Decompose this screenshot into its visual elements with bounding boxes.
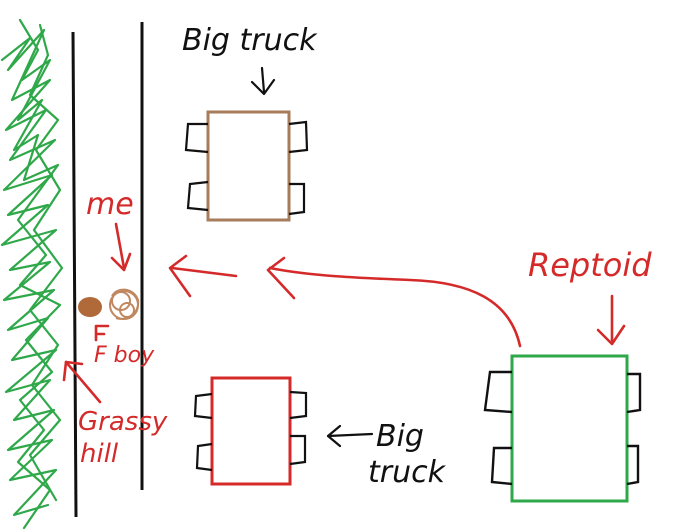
wheel-icon xyxy=(186,180,209,212)
wheel-icon xyxy=(288,182,306,216)
wheel-icon xyxy=(288,120,309,154)
arrowhead-icon xyxy=(596,324,626,346)
fboy-scribble xyxy=(109,288,140,320)
arrowhead-icon xyxy=(266,256,296,300)
wheel-icon xyxy=(626,372,642,414)
wheel-icon xyxy=(626,444,640,486)
wheel-icon xyxy=(289,434,307,466)
arrowhead-icon xyxy=(62,360,84,382)
me-arrow xyxy=(114,222,126,270)
wheel-icon xyxy=(193,392,213,420)
wheel-icon xyxy=(289,390,308,420)
arrowhead-icon xyxy=(326,424,342,448)
wheel-icon xyxy=(184,122,209,154)
reptoid-path-arrow xyxy=(268,266,522,348)
truck-body xyxy=(510,354,629,503)
wheel-icon xyxy=(195,442,213,472)
grassy-hill xyxy=(0,18,64,530)
label-hill: hill xyxy=(80,439,119,469)
label-f-boy: F boy xyxy=(94,343,155,368)
wheel-icon xyxy=(490,446,513,486)
truck-body xyxy=(210,376,292,486)
truck-body xyxy=(206,110,291,222)
truck-arrows xyxy=(250,66,374,448)
arrowhead-icon xyxy=(110,252,132,272)
arrowhead-icon xyxy=(168,254,192,298)
label-big-truck-bottom-line1: Big xyxy=(376,419,424,454)
big-truck-top xyxy=(184,110,309,222)
arrowhead-icon xyxy=(250,78,276,96)
label-me: me xyxy=(86,187,134,222)
annotation-arrows xyxy=(62,222,626,404)
label-reptoid: Reptoid xyxy=(528,246,652,284)
label-grassy: Grassy xyxy=(78,407,168,437)
road-left-line xyxy=(71,31,78,518)
label-big-truck-bottom-line2: truck xyxy=(368,455,447,490)
me-dot xyxy=(78,297,102,317)
grassy-arrow xyxy=(64,360,102,404)
left-arrow-icon xyxy=(326,432,374,438)
movement-arrow xyxy=(170,266,238,278)
label-big-truck-top: Big truck xyxy=(182,23,318,58)
reptoid-truck xyxy=(483,354,642,503)
down-arrow-icon xyxy=(260,66,266,94)
fboy-mark xyxy=(94,324,110,342)
big-truck-bottom xyxy=(193,376,308,486)
wheel-icon xyxy=(483,370,513,414)
